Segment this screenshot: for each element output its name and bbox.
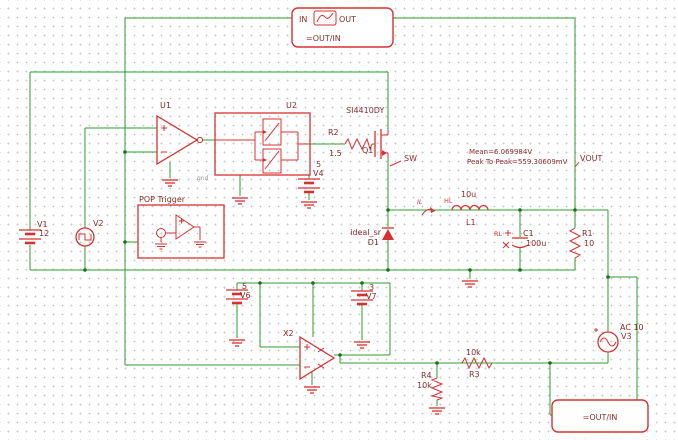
transfer-function-icon — [313, 10, 337, 26]
r3-ref: R3 — [469, 370, 480, 379]
junction-dot — [338, 353, 342, 357]
voltage-source-v4[interactable]: 5 V4 — [298, 160, 324, 194]
junction-dot — [83, 268, 87, 272]
ground-v4 — [301, 201, 317, 209]
resistor-r3[interactable]: 10k R3 — [461, 348, 493, 379]
transfer-function-curve — [316, 12, 334, 23]
ac-source-v3[interactable]: AC 10 V3 — [594, 323, 644, 353]
ground-u1 — [162, 179, 178, 187]
current-probe-il[interactable]: IL — [417, 198, 436, 216]
measurement-annotation: Mean=6.069984V Peak To Peak=559.30609mV — [467, 148, 568, 166]
pop-trigger-label: POP Trigger — [139, 195, 186, 204]
mean-measurement: Mean=6.069984V — [469, 148, 532, 156]
wires — [29, 17, 638, 416]
v4-ref: V4 — [313, 169, 324, 178]
junction-dot — [606, 275, 610, 279]
v6-ref: V6 — [240, 291, 251, 300]
junction-dot — [258, 281, 262, 285]
net-label-sw[interactable]: SW — [389, 154, 417, 167]
r4-ref: R4 — [421, 371, 432, 380]
capacitor-c1[interactable]: RL C1 100u — [494, 229, 546, 249]
junction-dot — [435, 361, 439, 365]
comparator-u1[interactable]: U1 — [156, 101, 204, 166]
resistor-r4[interactable]: R4 10k — [417, 371, 444, 401]
probe-in-label: IN — [299, 15, 307, 24]
ground-x2 — [304, 386, 320, 394]
ground-rail — [462, 280, 478, 288]
junction-dot — [386, 208, 390, 212]
ground-r4 — [429, 407, 445, 415]
mosfet-q1[interactable]: SI4410DY Q1 — [346, 106, 389, 159]
resistor-r1[interactable]: R1 10 — [568, 227, 594, 259]
junction-dot — [386, 268, 390, 272]
ground-v7 — [354, 341, 370, 349]
ground-u2 — [232, 197, 248, 205]
r3-value: 10k — [466, 348, 481, 357]
vout-text: VOUT — [580, 154, 602, 163]
c1-marker: RL — [494, 230, 503, 238]
inductor-l1[interactable]: HL 10u L1 — [444, 190, 489, 227]
resistor-r2[interactable]: R2 1.5 — [328, 128, 373, 158]
junction-dot — [468, 268, 472, 272]
r2-value: 1.5 — [329, 149, 342, 158]
d1-model: ideal_sr — [350, 228, 382, 237]
probe-out-label: OUT — [339, 15, 356, 24]
c1-ref: C1 — [523, 229, 534, 238]
il-ref: IL — [417, 198, 423, 206]
junction-dot — [573, 208, 577, 212]
probe-expr-label: =OUT/IN — [306, 34, 341, 43]
v1-value: 12 — [39, 229, 49, 238]
junction-dots — [83, 150, 610, 365]
junction-dot — [311, 281, 315, 285]
peak-to-peak-measurement: Peak To Peak=559.30609mV — [467, 158, 568, 166]
x2-ref: X2 — [283, 329, 294, 338]
junction-dot — [360, 281, 364, 285]
v7-ref: V7 — [366, 292, 377, 301]
junction-dot — [123, 150, 127, 154]
voltage-source-v1[interactable]: V1 12 — [19, 220, 49, 245]
u2-ref: U2 — [286, 101, 297, 110]
r2-ref: R2 — [328, 128, 339, 137]
q1-ref: Q1 — [362, 146, 373, 155]
ground-v6 — [229, 339, 245, 347]
junction-dot — [123, 240, 127, 244]
c1-value: 100u — [526, 239, 546, 248]
v1-ref: V1 — [37, 220, 48, 229]
u2-note: gnd — [197, 175, 209, 182]
net-label-vout[interactable]: VOUT — [574, 154, 602, 168]
probe-expr-label: =OUT/IN — [583, 413, 618, 422]
opamp-x2[interactable]: X2 — [283, 329, 336, 381]
d1-ref: D1 — [368, 238, 379, 247]
junction-dot — [518, 268, 522, 272]
l1-ref: L1 — [466, 218, 476, 227]
sw-text: SW — [404, 154, 417, 163]
v6-value: 5 — [242, 282, 247, 291]
bode-probe-bottom[interactable]: =OUT/IN — [551, 399, 649, 433]
bode-probe-top[interactable]: IN OUT =OUT/IN — [291, 7, 394, 48]
v3-value: AC 10 — [620, 323, 644, 332]
junction-dot — [548, 361, 552, 365]
v3-ref: V3 — [621, 332, 632, 341]
pop-trigger[interactable]: POP Trigger — [137, 195, 225, 259]
pulse-source-v2[interactable]: V2 — [75, 219, 104, 247]
voltage-source-v6[interactable]: 5 V6 — [226, 282, 251, 305]
voltage-source-v7[interactable]: 3 V7 — [351, 283, 377, 306]
diode-d1[interactable]: ideal_sr D1 — [350, 227, 394, 247]
driver-block-u2[interactable]: U2 gnd — [197, 101, 311, 182]
u1-ref: U1 — [160, 101, 171, 110]
r1-ref: R1 — [582, 229, 593, 238]
l1-marker: HL — [444, 197, 453, 205]
q1-model: SI4410DY — [346, 106, 385, 115]
r4-value: 10k — [417, 381, 432, 390]
junction-dot — [518, 208, 522, 212]
r1-value: 10 — [584, 239, 594, 248]
v7-value: 3 — [369, 283, 374, 292]
v2-ref: V2 — [93, 219, 104, 228]
v4-value: 5 — [316, 160, 321, 169]
l1-value: 10u — [461, 190, 476, 199]
